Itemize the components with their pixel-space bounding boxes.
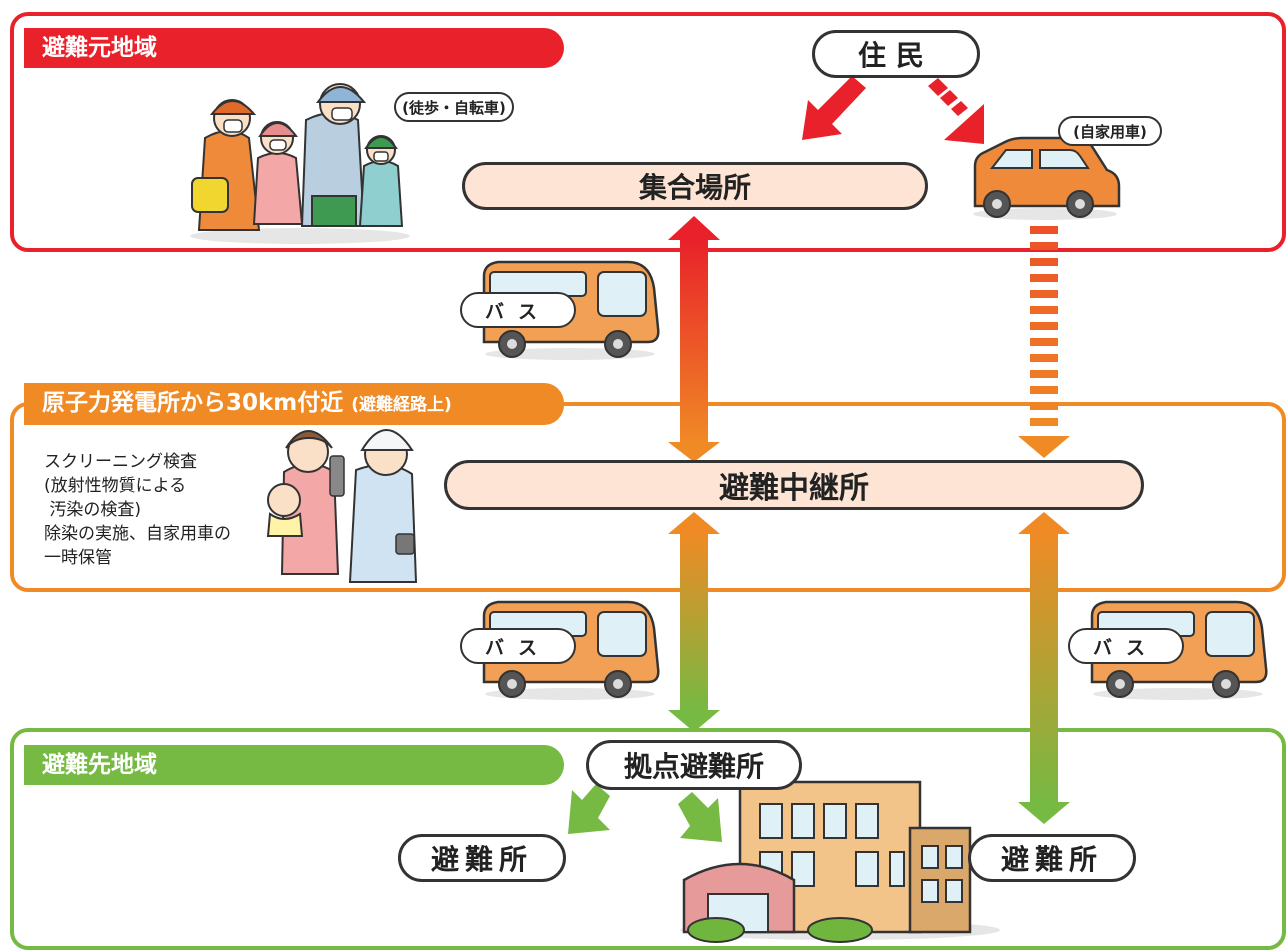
shelter-left-node: 避難所 [398, 834, 566, 882]
assembly-point-node: 集合場所 [462, 162, 928, 210]
arrow-icon [1018, 512, 1070, 824]
arrow-icon [1018, 226, 1070, 458]
destination-zone-label: 避難先地域 [24, 745, 564, 785]
residents-node: 住民 [812, 30, 980, 78]
relay-zone-title: 原子力発電所から30km付近 [42, 390, 344, 416]
arrow-icon [928, 78, 984, 144]
bus-label: バス [460, 628, 576, 664]
arrow-icon [668, 512, 720, 732]
walk-bike-label: (徒歩・自転車) [394, 92, 514, 122]
arrow-icon [678, 792, 722, 842]
parent-child-inspector-illustration [266, 429, 418, 583]
arrow-icon [668, 216, 720, 462]
base-shelter-node: 拠点避難所 [586, 740, 802, 790]
relay-zone-label: 原子力発電所から30km付近 (避難経路上) [24, 383, 564, 425]
bus-label: バス [1068, 628, 1184, 664]
car-illustration [973, 136, 1121, 220]
evacuees-walking-illustration [190, 83, 410, 244]
bus-illustration [482, 260, 660, 360]
relay-station-node: 避難中継所 [444, 460, 1144, 510]
private-car-label: (自家用車) [1058, 116, 1162, 146]
shelter-right-node: 避難所 [968, 834, 1136, 882]
bus-label: バス [460, 292, 576, 328]
origin-zone-label: 避難元地域 [24, 28, 564, 68]
relay-zone-subtitle: (避難経路上) [351, 395, 452, 415]
arrow-icon [802, 76, 866, 140]
relay-station-note: スクリーニング検査 (放射性物質による 汚染の検査) 除染の実施、自家用車の 一… [44, 452, 231, 568]
building-illustration [680, 780, 1000, 943]
arrow-icon [568, 784, 610, 834]
